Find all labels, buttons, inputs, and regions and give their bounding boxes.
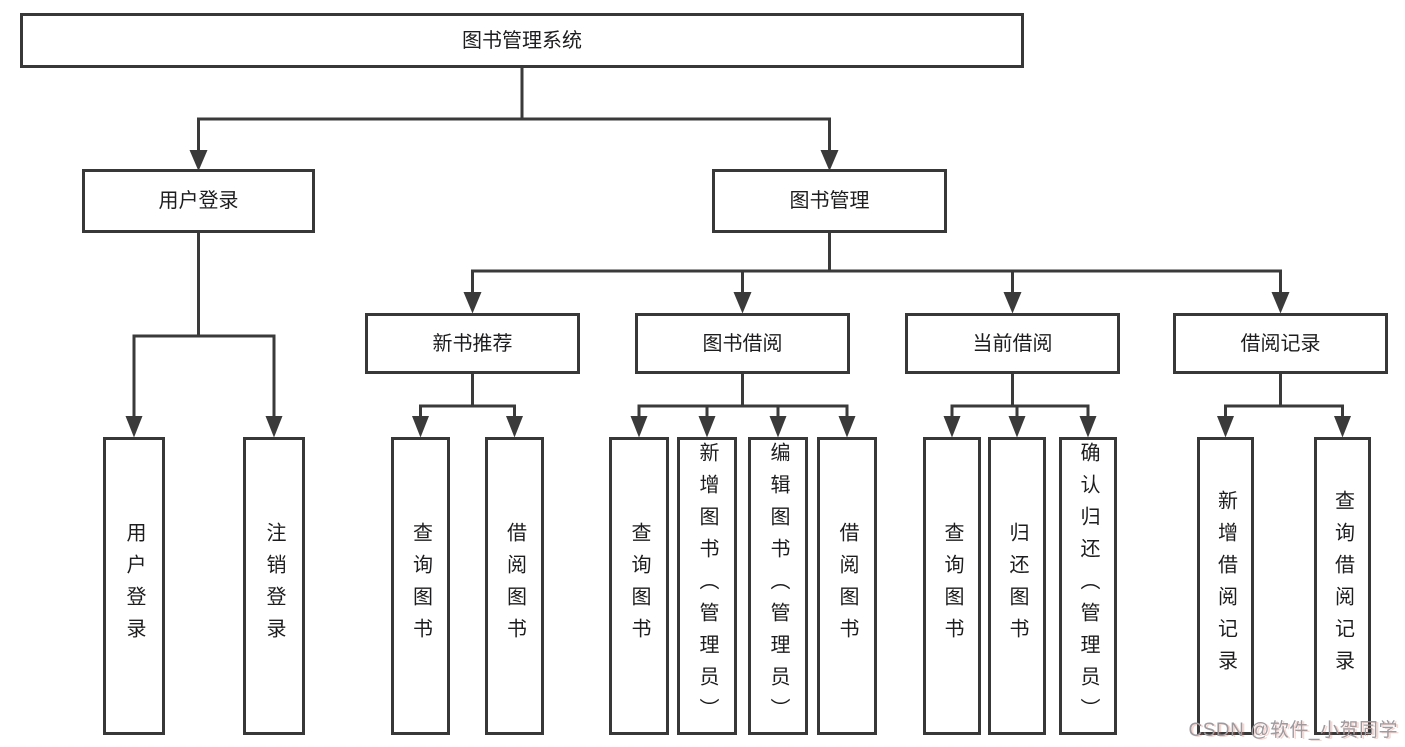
node-leaf-add-borrow-record: 新增借阅记录 bbox=[1197, 437, 1254, 735]
node-leaf-query-books-current: 查询图书 bbox=[923, 437, 981, 735]
node-leaf-query-borrow-record: 查询借阅记录 bbox=[1314, 437, 1371, 735]
node-user-login: 用户登录 bbox=[82, 169, 315, 233]
csdn-watermark: CSDN @软件_小贺同学 bbox=[1188, 720, 1398, 741]
node-book-management: 图书管理 bbox=[712, 169, 947, 233]
node-leaf-query-books-recommend: 查询图书 bbox=[391, 437, 450, 735]
node-leaf-user-login: 用户登录 bbox=[103, 437, 165, 735]
node-leaf-confirm-return-admin: 确认归还（管理员） bbox=[1059, 437, 1117, 735]
node-leaf-query-books-borrowing: 查询图书 bbox=[609, 437, 669, 735]
node-leaf-add-books-admin: 新增图书（管理员） bbox=[677, 437, 737, 735]
node-book-borrowing: 图书借阅 bbox=[635, 313, 850, 374]
node-borrowing-records: 借阅记录 bbox=[1173, 313, 1388, 374]
node-leaf-borrow-books-recommend: 借阅图书 bbox=[485, 437, 544, 735]
node-library-management-system: 图书管理系统 bbox=[20, 13, 1024, 68]
node-leaf-logout: 注销登录 bbox=[243, 437, 305, 735]
node-leaf-borrow-books-borrowing: 借阅图书 bbox=[817, 437, 877, 735]
node-new-book-recommend: 新书推荐 bbox=[365, 313, 580, 374]
node-current-borrowing: 当前借阅 bbox=[905, 313, 1120, 374]
node-leaf-edit-books-admin: 编辑图书（管理员） bbox=[748, 437, 808, 735]
node-leaf-return-books: 归还图书 bbox=[988, 437, 1046, 735]
